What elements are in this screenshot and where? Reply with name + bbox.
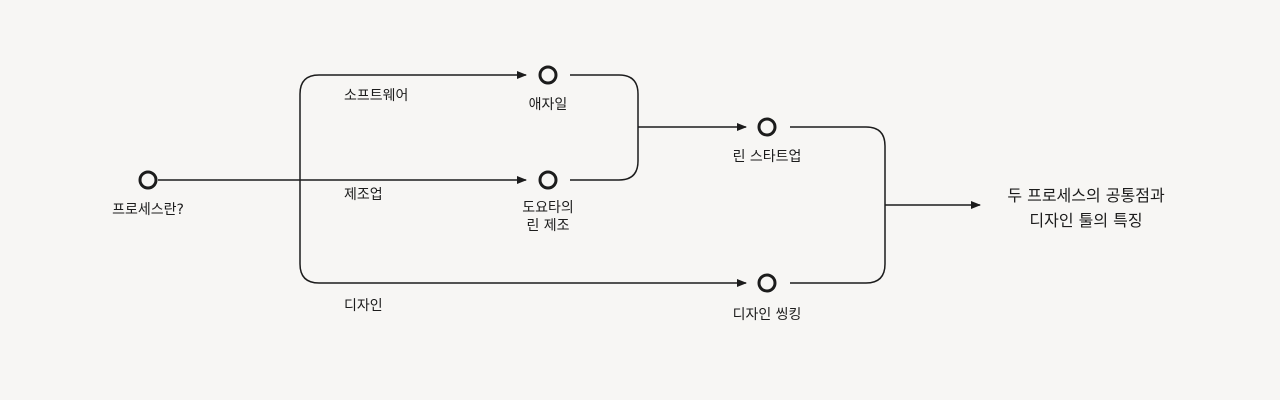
node-start <box>138 170 158 190</box>
label-agile: 애자일 <box>528 97 568 113</box>
label-design-thinking: 디자인 씽킹 <box>732 307 802 323</box>
edge-design-thinking-to-result <box>790 205 886 284</box>
edge-branch-to-design-thinking <box>299 180 747 287</box>
node-design-thinking <box>757 273 777 293</box>
label-lean-startup: 린 스타트업 <box>732 149 802 165</box>
edge-agile-to-merge <box>570 74 639 127</box>
branch-label-software: 소프트웨어 <box>344 88 409 104</box>
branch-label-design: 디자인 <box>344 298 383 314</box>
node-agile <box>538 65 558 85</box>
branch-label-manufacturing: 제조업 <box>344 187 383 203</box>
label-toyota-line1: 도요타의 <box>522 200 574 216</box>
label-toyota-line2: 린 제조 <box>526 218 570 234</box>
node-lean-startup <box>757 117 777 137</box>
edge-lean-startup-to-result <box>790 126 886 205</box>
label-start: 프로세스란? <box>112 202 184 218</box>
node-toyota <box>538 170 558 190</box>
edge-toyota-to-merge <box>570 127 639 181</box>
result-line1: 두 프로세스의 공통점과 <box>1007 186 1165 205</box>
result-line2: 디자인 툴의 특징 <box>1029 211 1143 230</box>
edge-branch-to-agile <box>299 71 527 180</box>
